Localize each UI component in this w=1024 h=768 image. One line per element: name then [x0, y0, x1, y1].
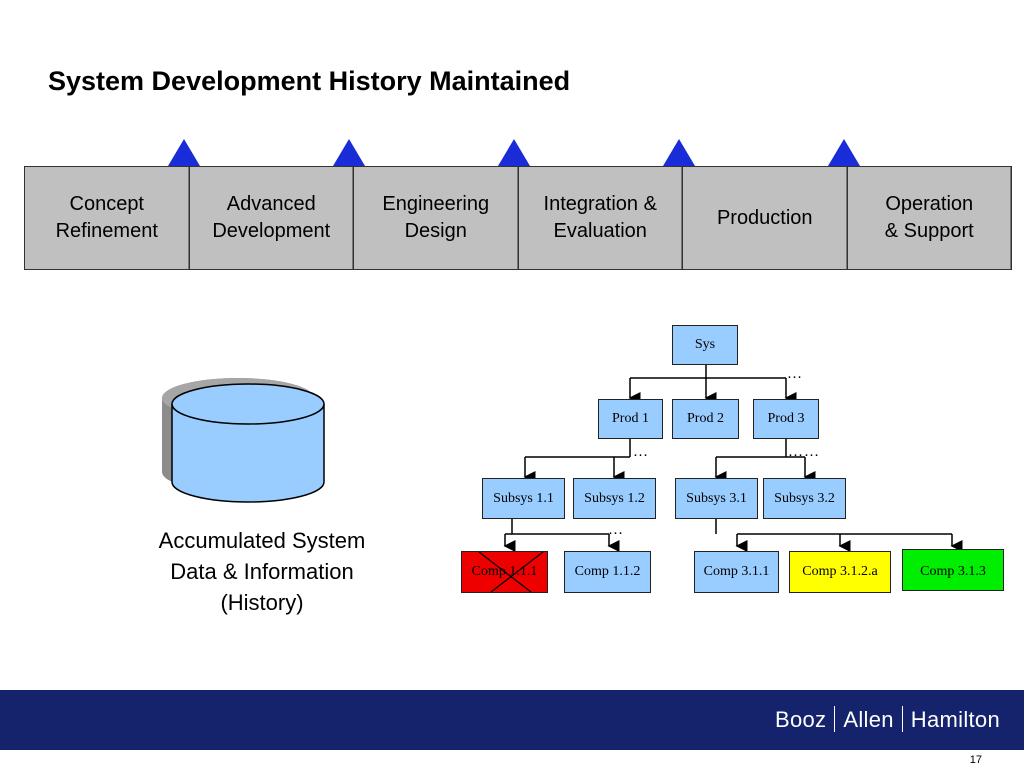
tree-connectors	[503, 365, 963, 552]
cross-out-icon	[478, 551, 544, 593]
milestone-triangle-icon	[168, 139, 200, 166]
footer-band: Booz Allen Hamilton	[0, 690, 1024, 750]
company-logo: Booz Allen Hamilton	[775, 706, 1000, 733]
tree-node-component: Comp 1.1.2	[564, 551, 651, 593]
phase-production: Production	[682, 167, 847, 269]
tree-node-product: Prod 1	[598, 399, 663, 439]
tree-ellipsis: ……	[788, 444, 820, 460]
phase-operation-support: Operation & Support	[846, 167, 1012, 269]
phase-concept-refinement: Concept Refinement	[25, 167, 189, 269]
tree-node-product: Prod 3	[753, 399, 819, 439]
milestone-triangle-icon	[498, 139, 530, 166]
tree-ellipsis: …	[633, 444, 649, 460]
page-number: 17	[969, 754, 982, 766]
tree-node-product: Prod 2	[672, 399, 739, 439]
database-icon	[160, 374, 330, 508]
lifecycle-phase-bar: Concept Refinement Advanced Development …	[24, 166, 1012, 270]
tree-node-component-retired: Comp 1.1.1	[461, 551, 548, 593]
tree-node-subsystem: Subsys 3.1	[675, 478, 758, 519]
logo-word: Booz	[775, 707, 827, 732]
tree-node-subsystem: Subsys 1.2	[573, 478, 656, 519]
logo-word: Hamilton	[910, 707, 1000, 732]
phase-advanced-development: Advanced Development	[188, 167, 354, 269]
tree-node-component: Comp 3.1.1	[694, 551, 779, 593]
tree-node-system: Sys	[672, 325, 738, 365]
tree-node-subsystem: Subsys 3.2	[763, 478, 846, 519]
slide-title: System Development History Maintained	[48, 66, 571, 96]
milestone-triangle-icon	[663, 139, 695, 166]
tree-ellipsis: …	[608, 522, 624, 538]
logo-divider	[834, 706, 836, 732]
milestone-triangle-icon	[828, 139, 860, 166]
tree-ellipsis: …	[787, 366, 803, 382]
tree-node-component-modified: Comp 3.1.2.a	[789, 551, 891, 593]
logo-word: Allen	[843, 707, 894, 732]
repository-caption: Accumulated System Data & Information (H…	[158, 528, 366, 615]
logo-divider	[901, 706, 903, 732]
milestone-triangle-icon	[333, 139, 365, 166]
phase-engineering-design: Engineering Design	[353, 167, 518, 269]
tree-node-subsystem: Subsys 1.1	[482, 478, 565, 519]
phase-integration-evaluation: Integration & Evaluation	[517, 167, 683, 269]
tree-node-component-new: Comp 3.1.3	[902, 549, 1004, 591]
